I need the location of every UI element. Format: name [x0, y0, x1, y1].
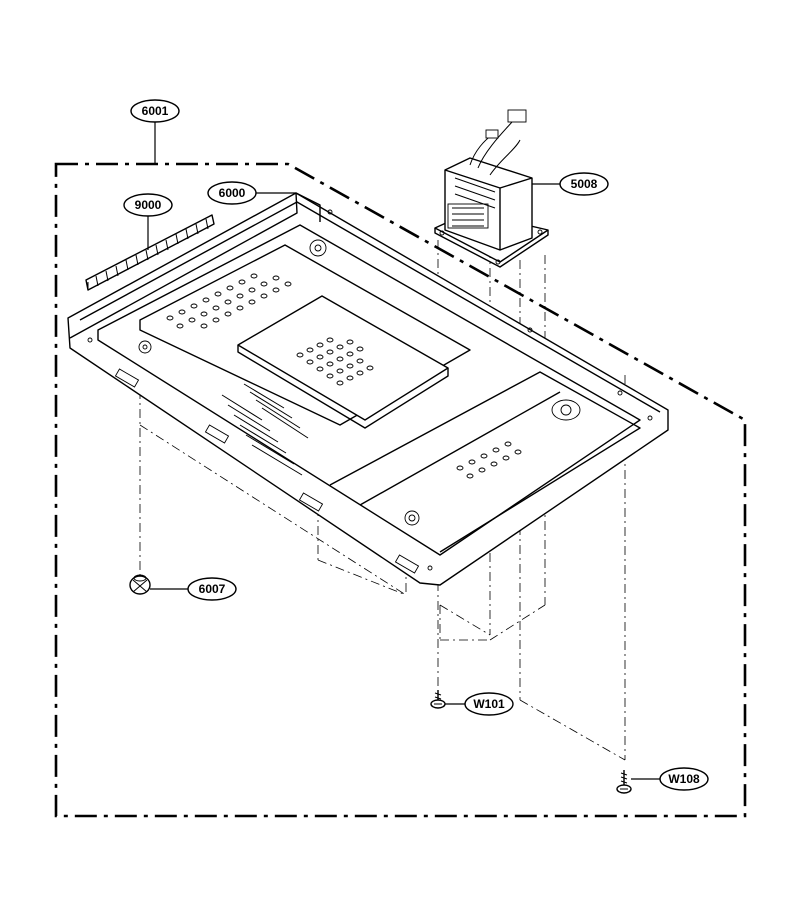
assembly-boundary [54, 162, 747, 818]
callout-w108: W108 [631, 767, 709, 791]
screw-w101-icon [430, 690, 446, 709]
label-w101: W101 [473, 697, 505, 711]
label-9000: 9000 [135, 198, 162, 212]
callout-5008: 5008 [532, 172, 609, 196]
callout-6007: 6007 [150, 577, 237, 601]
label-6000: 6000 [219, 186, 246, 200]
callout-6001: 6001 [130, 99, 180, 164]
screw-w108-icon [616, 770, 632, 794]
gasket-strip-icon [85, 214, 215, 291]
callout-9000: 9000 [123, 193, 173, 250]
label-5008: 5008 [571, 177, 598, 191]
base-plate [67, 192, 669, 586]
label-6007: 6007 [199, 582, 226, 596]
vent-grid-center [296, 337, 374, 386]
callout-w101: W101 [445, 692, 514, 716]
label-w108: W108 [668, 772, 700, 786]
vent-grid-right [456, 441, 522, 479]
rubber-foot-icon [129, 574, 151, 595]
label-6001: 6001 [142, 104, 169, 118]
transformer-icon [434, 109, 549, 268]
vent-grid-left [166, 273, 292, 329]
callout-6000: 6000 [207, 181, 296, 205]
louvers [221, 383, 309, 476]
